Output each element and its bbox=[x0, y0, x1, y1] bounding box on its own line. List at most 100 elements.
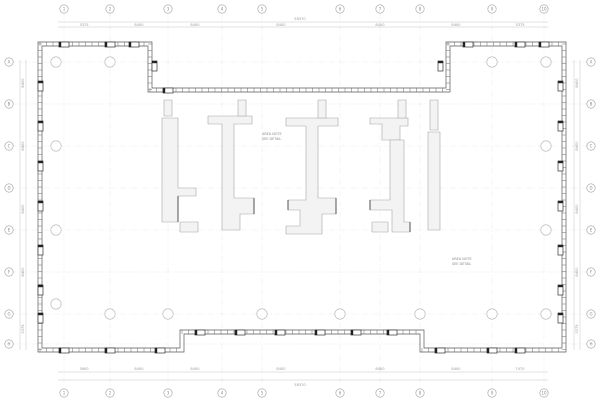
bottom-segment-dimension: 3600 bbox=[79, 367, 89, 371]
left-axis-bubble-7: G bbox=[4, 309, 14, 319]
right-axis-bubble-label: G bbox=[589, 311, 592, 316]
right-axis-bubble-1: A bbox=[586, 57, 596, 67]
right-axis-bubble-label: B bbox=[590, 101, 593, 106]
structural-column bbox=[540, 224, 552, 236]
left-segment-dimension: 8400 bbox=[21, 204, 25, 214]
top-axis-bubble-label: 2 bbox=[109, 6, 112, 11]
right-segment-dimension: 8400 bbox=[575, 204, 579, 214]
top-axis-bubble-3: 3 bbox=[163, 4, 173, 14]
bottom-axis-bubble-8: 8 bbox=[415, 388, 425, 398]
top-segment-dimension: 8400 bbox=[451, 23, 461, 27]
bottom-axis-bubble-4: 4 bbox=[217, 388, 227, 398]
bottom-axis-bubble-label: 1 bbox=[63, 390, 66, 395]
wall-pier bbox=[557, 312, 564, 324]
top-segment-dimension: 3375 bbox=[515, 23, 524, 27]
top-axis-bubble-label: 5 bbox=[261, 6, 264, 11]
wall-pier bbox=[194, 329, 206, 336]
bottom-segment-dimension: 7470 bbox=[515, 367, 525, 371]
wall-pier bbox=[104, 347, 116, 354]
top-axis-bubble-2: 2 bbox=[105, 4, 115, 14]
top-axis-bubble-label: 3 bbox=[167, 6, 170, 11]
wall-pier bbox=[37, 160, 44, 172]
wall-pier bbox=[128, 41, 140, 48]
top-axis-bubble-10: 10 bbox=[539, 4, 549, 14]
wall-pier bbox=[151, 60, 158, 72]
top-segment-dimension: 8400 bbox=[276, 23, 286, 27]
bottom-axis-bubble-6: 6 bbox=[335, 388, 345, 398]
right-segment-dimension: 3375 bbox=[575, 324, 579, 333]
left-axis-bubble-label: E bbox=[8, 227, 11, 232]
top-axis-bubble-8: 8 bbox=[415, 4, 425, 14]
wall-pier bbox=[538, 41, 550, 48]
bottom-axis-bubble-label: 4 bbox=[221, 390, 224, 395]
wall-pier bbox=[162, 87, 174, 94]
core-walls bbox=[161, 99, 441, 235]
wall-pier bbox=[37, 120, 44, 132]
note-2-line1: AREA NOTE bbox=[452, 257, 472, 261]
bottom-axis-bubble-label: 2 bbox=[109, 390, 112, 395]
right-segment-dimension: 8400 bbox=[575, 141, 579, 151]
left-axis-bubble-1: A bbox=[4, 57, 14, 67]
overall-dimension-top: 58370 bbox=[294, 17, 306, 21]
wall-pier bbox=[557, 120, 564, 132]
perimeter-wall bbox=[37, 41, 567, 353]
right-axis-bubble-2: B bbox=[586, 99, 596, 109]
bottom-axis-bubble-label: 9 bbox=[491, 390, 494, 395]
left-axis-bubble-label: G bbox=[7, 311, 10, 316]
structural-column bbox=[104, 308, 116, 320]
top-axis-bubble-label: 1 bbox=[63, 6, 66, 11]
structural-column bbox=[256, 308, 268, 320]
structural-column bbox=[414, 308, 426, 320]
wall-pier bbox=[386, 329, 398, 336]
wall-pier bbox=[514, 347, 526, 354]
bottom-axis-bubble-10: 10 bbox=[539, 388, 549, 398]
perimeter-piers bbox=[37, 41, 564, 354]
left-axis-bubble-label: A bbox=[8, 59, 11, 64]
wall-pier bbox=[437, 60, 444, 72]
structural-column bbox=[104, 56, 116, 68]
right-axis-bubble-4: D bbox=[586, 183, 596, 193]
wall-pier bbox=[486, 347, 498, 354]
top-axis-bubble-label: 10 bbox=[541, 6, 547, 11]
bottom-axis-bubble-2: 2 bbox=[105, 388, 115, 398]
structural-column bbox=[50, 224, 62, 236]
bottom-axis-bubble-1: 1 bbox=[59, 388, 69, 398]
left-segment-dimension: 8400 bbox=[21, 78, 25, 88]
top-segment-dimension: 8400 bbox=[134, 23, 144, 27]
wall-pier bbox=[234, 329, 246, 336]
structural-column bbox=[540, 56, 552, 68]
right-axis-bubble-label: D bbox=[589, 185, 592, 190]
note-1-line1: AREA NOTE bbox=[262, 132, 282, 136]
overall-dimension-bottom: 58370 bbox=[294, 383, 306, 387]
right-segment-dimension: 8400 bbox=[575, 267, 579, 277]
top-segment-dimension: 8400 bbox=[375, 23, 385, 27]
structural-column bbox=[162, 308, 174, 320]
bottom-axis-bubble-7: 7 bbox=[375, 388, 385, 398]
top-axis-bubble-label: 9 bbox=[491, 6, 494, 11]
left-axis-bubble-label: H bbox=[7, 341, 10, 346]
right-segment-dimension: 8400 bbox=[575, 78, 579, 88]
wall-pier bbox=[557, 284, 564, 296]
bottom-axis-bubble-label: 8 bbox=[419, 390, 422, 395]
left-axis-bubble-label: D bbox=[7, 185, 10, 190]
top-axis-bubble-label: 8 bbox=[419, 6, 422, 11]
wall-pier bbox=[154, 347, 166, 354]
bottom-axis-bubble-label: 6 bbox=[339, 390, 342, 395]
right-segment-dimensions: 8400 8400 8400 8400 3375 bbox=[575, 78, 579, 334]
bottom-segment-dimension: 8400 bbox=[190, 367, 200, 371]
note-2-line2: SEE DETAIL bbox=[452, 262, 471, 266]
wall-pier bbox=[557, 200, 564, 212]
top-segment-dimension: 8400 bbox=[190, 23, 200, 27]
wall-pier bbox=[58, 347, 70, 354]
right-axis-bubble-3: C bbox=[586, 141, 596, 151]
top-axis-bubble-7: 7 bbox=[375, 4, 385, 14]
top-axis-bubble-6: 6 bbox=[335, 4, 345, 14]
bottom-axis-bubble-label: 5 bbox=[261, 390, 264, 395]
structural-column bbox=[50, 298, 62, 310]
structural-column bbox=[50, 140, 62, 152]
